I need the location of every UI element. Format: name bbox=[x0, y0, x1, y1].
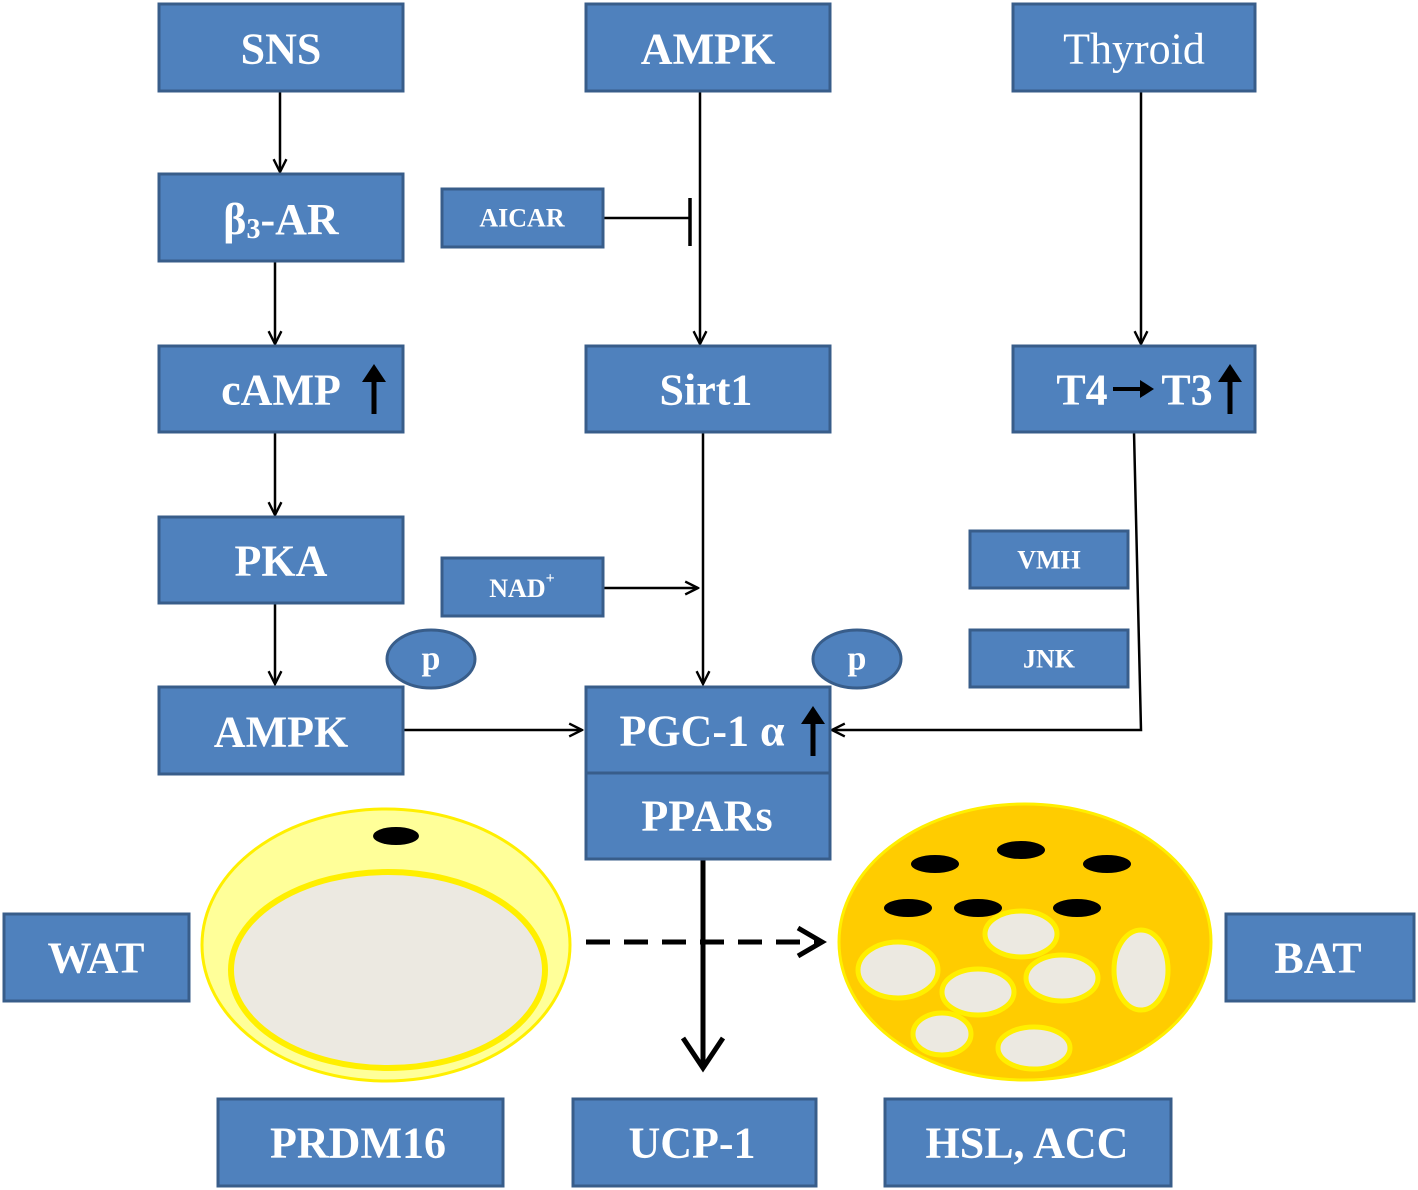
node-prdm16: PRDM16 bbox=[216, 1097, 505, 1188]
node-ampk-top-label: AMPK bbox=[641, 25, 775, 74]
node-sns: SNS bbox=[157, 2, 405, 93]
node-pgc1a: PGC-1 α bbox=[584, 685, 832, 775]
node-aicar: AICAR bbox=[440, 187, 605, 249]
connectors bbox=[275, 92, 1143, 1073]
arrow-wat-to-bat-head bbox=[796, 925, 827, 959]
bat-mitochondria bbox=[884, 841, 1131, 917]
right-arrow-icon bbox=[1113, 380, 1154, 398]
node-ampk-top: AMPK bbox=[584, 2, 832, 93]
node-jnk-label: JNK bbox=[1023, 645, 1076, 674]
phospho-badge-left-label: p bbox=[422, 641, 441, 678]
node-ampk-bottom-label: AMPK bbox=[214, 708, 348, 757]
wat-adipocyte bbox=[200, 807, 572, 1083]
node-jnk: JNK bbox=[968, 628, 1130, 689]
arrow-t3-to-pgc1a bbox=[832, 431, 1143, 730]
node-pka: PKA bbox=[157, 515, 405, 605]
node-prdm16-label: PRDM16 bbox=[270, 1119, 446, 1168]
node-sns-label: SNS bbox=[241, 25, 322, 74]
up-arrow-icon bbox=[801, 706, 825, 756]
node-t3-label: T3 bbox=[1161, 366, 1212, 415]
node-ucp1: UCP-1 bbox=[571, 1097, 818, 1188]
node-bat-label: BAT bbox=[1274, 934, 1361, 983]
node-hsl-acc-label: HSL, ACC bbox=[926, 1119, 1129, 1168]
node-beta3-ar: β3-AR bbox=[157, 172, 405, 263]
node-ppars-label: PPARs bbox=[641, 792, 772, 841]
node-nad: NAD+ bbox=[440, 556, 605, 618]
node-hsl-acc: HSL, ACC bbox=[883, 1097, 1173, 1188]
node-thyroid: Thyroid bbox=[1011, 2, 1257, 93]
phospho-badge-left: p bbox=[385, 628, 477, 690]
bat-adipocyte bbox=[837, 802, 1213, 1082]
node-nad-label: NAD+ bbox=[489, 570, 554, 603]
wat-nucleus bbox=[373, 827, 419, 845]
node-camp-label: cAMP bbox=[221, 366, 341, 415]
phospho-badge-right-label: p bbox=[848, 641, 867, 678]
node-pka-label: PKA bbox=[235, 537, 328, 586]
node-wat: WAT bbox=[2, 912, 191, 1003]
node-ucp1-label: UCP-1 bbox=[628, 1119, 755, 1168]
node-vmh: VMH bbox=[968, 529, 1130, 590]
node-t4-label: T4 bbox=[1056, 366, 1107, 415]
node-aicar-label: AICAR bbox=[479, 204, 564, 233]
node-sirt1-label: Sirt1 bbox=[660, 366, 753, 415]
phospho-badge-right: p bbox=[811, 628, 903, 690]
up-arrow-icon bbox=[1218, 364, 1242, 414]
node-vmh-label: VMH bbox=[1017, 546, 1081, 575]
bat-lipid-droplets bbox=[855, 908, 1171, 1072]
node-camp: cAMP bbox=[157, 344, 405, 434]
node-thyroid-label: Thyroid bbox=[1063, 25, 1205, 74]
node-bat: BAT bbox=[1224, 912, 1416, 1003]
node-ppars: PPARs bbox=[584, 771, 832, 861]
node-sirt1: Sirt1 bbox=[584, 344, 832, 434]
node-wat-label: WAT bbox=[48, 934, 145, 983]
up-arrow-icon bbox=[362, 364, 386, 414]
node-t4-t3: T4 T3 bbox=[1011, 344, 1257, 434]
node-ampk-bottom: AMPK bbox=[157, 685, 405, 776]
arrow-ppars-to-ucp1-head bbox=[680, 1036, 726, 1073]
node-beta3-ar-label: β3-AR bbox=[223, 195, 340, 245]
node-pgc1a-label: PGC-1 α bbox=[619, 707, 785, 756]
